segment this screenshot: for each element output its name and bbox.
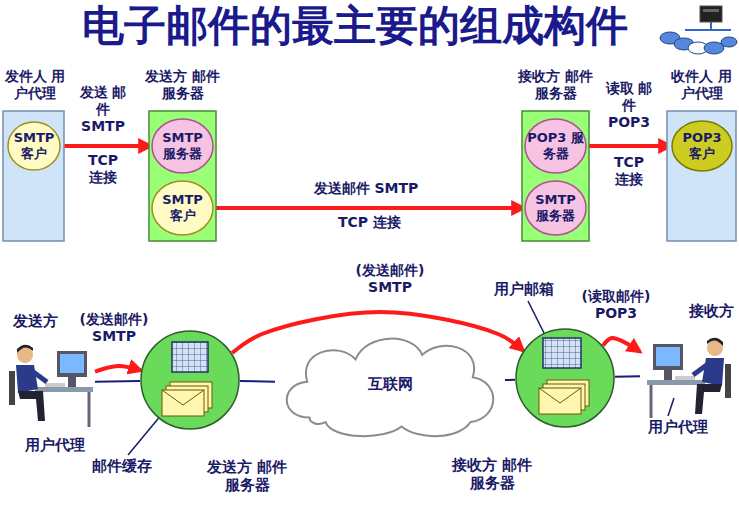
server-contents: [515, 328, 615, 428]
part-label: 用户邮箱: [488, 280, 560, 298]
mail-flow-arrow: [214, 206, 524, 210]
mail-server-box: SMTP 服务器SMTP 客户发送方 邮件服务器: [148, 110, 217, 242]
mailbox-grid: [543, 338, 581, 368]
node-heading: 发送方 邮件服务器: [144, 68, 221, 102]
node-heading: 用户代理: [642, 418, 714, 436]
mail-flow-arrow: [587, 144, 671, 148]
edge-label: (发送邮件) SMTP: [335, 262, 445, 296]
rect-outline: [521, 110, 590, 242]
node-text: POP3 客户: [674, 130, 730, 161]
mail-flow-arrow: [95, 366, 141, 372]
mail-server-box: POP3 服务器SMTP 服务器接收方 邮件服务器: [521, 110, 590, 242]
network-link: [615, 375, 640, 378]
node-heading: 发件人 用户代理: [2, 68, 68, 102]
pop3-client-circle: POP3 客户: [671, 120, 733, 172]
node-heading: 收件人 用户代理: [666, 68, 737, 102]
mail-flow-arrow: [61, 144, 151, 148]
mail-envelopes: [539, 380, 589, 414]
rect-outline: [666, 110, 737, 242]
node-heading: 发送方: [5, 312, 65, 330]
user-agent-box: POP3 客户收件人 用户代理: [666, 110, 737, 242]
edge-label: (读取邮件) POP3: [570, 288, 662, 322]
connection-note: TCP 连接: [609, 154, 649, 188]
ellipse-outline: [515, 328, 615, 428]
mail-cache-envelopes: [162, 382, 212, 416]
mailbox-grid: [172, 342, 208, 372]
rect-outline: [148, 110, 217, 242]
node-text: SMTP 服务器: [527, 192, 584, 223]
ellipse-outline: [140, 330, 240, 430]
receiver-workstation: 接收方用户代理: [640, 330, 735, 420]
mail-server-circle: 接收方 邮件服务器: [515, 328, 615, 428]
node-text: SMTP 客户: [10, 130, 58, 161]
leader-line: [668, 398, 674, 416]
cloud-outline: [275, 328, 505, 440]
ellipse-outline: [7, 121, 61, 171]
ellipse-outline: [151, 180, 214, 236]
node-text: POP3 服务器: [527, 130, 584, 161]
ellipse-outline: [524, 180, 587, 236]
server-contents: [140, 330, 240, 430]
ellipse-outline: [671, 120, 733, 172]
smtp-client-circle: SMTP 客户: [7, 121, 61, 171]
smtp-server-circle: SMTP 服务器: [524, 180, 587, 236]
connection-note: TCP 连接: [83, 152, 123, 186]
node-heading: 发送方 邮件服务器: [205, 458, 289, 494]
mail-flow-arrow: [603, 338, 640, 352]
smtp-server-circle: SMTP 服务器: [151, 118, 214, 174]
node-heading: 接收方 邮件服务器: [450, 456, 534, 492]
pop3-server-circle: POP3 服务器: [524, 118, 587, 174]
mail-flow-arrow: [232, 312, 523, 353]
mail-server-circle: 发送方 邮件服务器: [140, 330, 240, 430]
edge-label: (发送邮件) SMTP: [68, 311, 160, 345]
leader-line: [128, 414, 162, 455]
edge-label: 读取 邮件 POP3: [603, 80, 655, 130]
node-text: SMTP 客户: [154, 192, 211, 223]
ellipse-outline: [524, 118, 587, 174]
leader-line: [528, 301, 546, 337]
rect-outline: [2, 110, 65, 242]
sender-figure: [5, 335, 95, 430]
network-link: [95, 380, 140, 383]
part-label: 邮件缓存: [86, 457, 158, 475]
network-link: [240, 380, 275, 383]
network-link: [505, 379, 515, 381]
ellipse-outline: [151, 118, 214, 174]
node-heading: 接收方 邮件服务器: [517, 68, 594, 102]
edge-label: 发送邮件 SMTP: [296, 180, 436, 197]
user-agent-box: SMTP 客户发件人 用户代理: [2, 110, 65, 242]
sender-workstation: 发送方用户代理: [5, 335, 95, 430]
node-text: SMTP 服务器: [154, 130, 211, 161]
node-heading: 接收方: [683, 302, 739, 320]
internet-cloud: 互联网: [275, 328, 505, 440]
node-text: 互联网: [368, 375, 413, 393]
edge-label: 发送 邮件 SMTP: [78, 84, 128, 134]
diagram-title: 电子邮件的最主要的组成构件: [60, 2, 650, 50]
leader-lines: [128, 301, 674, 455]
connection-note: TCP 连接: [338, 214, 398, 231]
node-heading: 用户代理: [15, 436, 95, 454]
smtp-client-circle: SMTP 客户: [151, 180, 214, 236]
receiver-figure: [640, 330, 735, 420]
logo-icon: [660, 6, 737, 54]
